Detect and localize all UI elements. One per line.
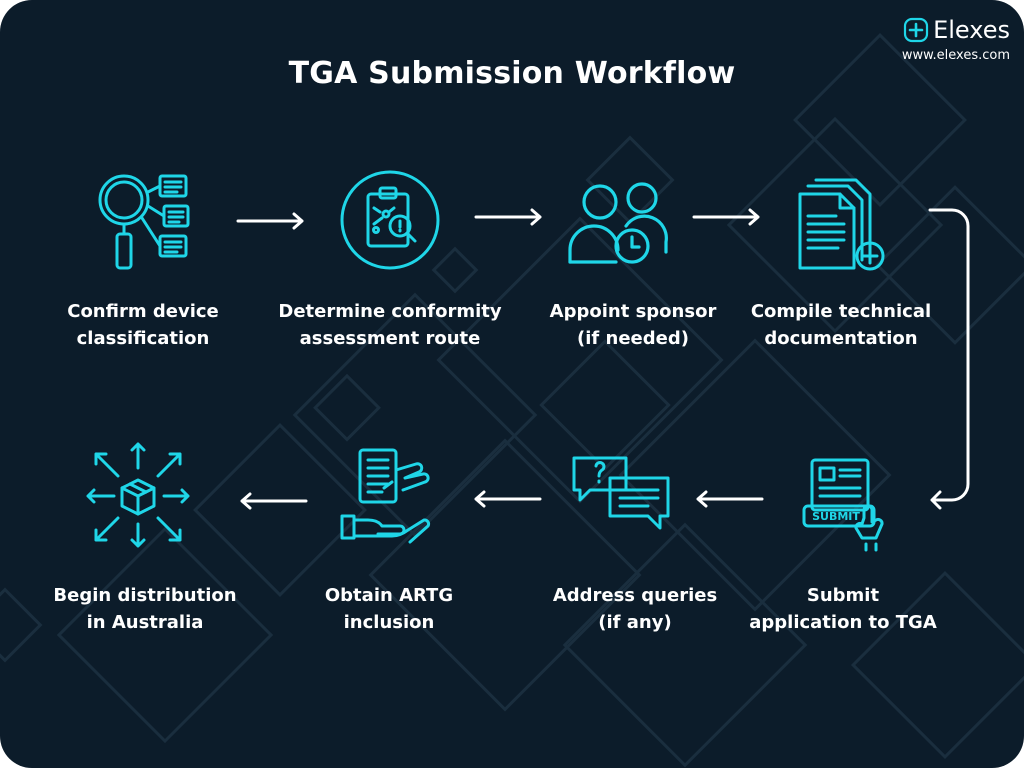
step-label-address-queries: Address queries(if any): [552, 585, 718, 633]
submit-button-text: SUBMIT: [812, 510, 860, 523]
arrow-left-icon: [696, 490, 764, 508]
magnifier-documents-icon: [98, 174, 190, 270]
arrow-right-icon: [474, 208, 542, 226]
box-distribution-icon: [86, 442, 190, 548]
page-title: TGA Submission Workflow: [288, 56, 736, 91]
brand-logo[interactable]: Elexes www.elexes.com: [870, 16, 1010, 63]
submit-form-icon: SUBMIT: [802, 458, 884, 552]
arrow-right-icon: [692, 208, 760, 226]
chat-bubbles-icon: [572, 456, 670, 530]
documents-plus-icon: [798, 178, 885, 271]
step-label-appoint-sponsor: Appoint sponsor(if needed): [549, 301, 717, 349]
medical-cross-icon: [903, 17, 929, 43]
arrow-right-icon: [236, 212, 304, 230]
hand-document-icon: [340, 448, 431, 544]
arrow-left-icon: [474, 490, 542, 508]
arrow-left-icon: [240, 492, 308, 510]
brand-name: Elexes: [933, 16, 1010, 44]
brand-url[interactable]: www.elexes.com: [901, 48, 1010, 63]
connector-arrow-down-icon: [928, 208, 970, 510]
people-clock-icon: [568, 182, 668, 264]
clipboard-assessment-icon: [340, 170, 440, 270]
